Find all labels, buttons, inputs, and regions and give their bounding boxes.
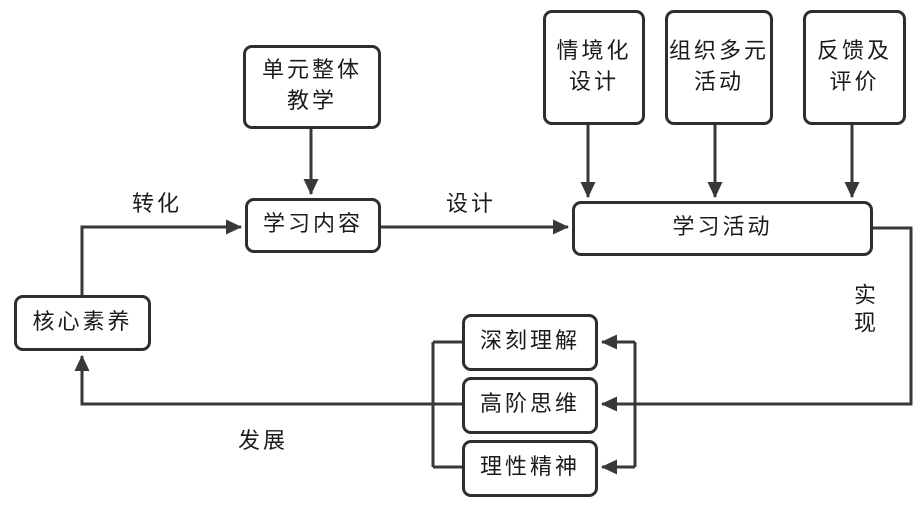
node-label: 情境化 <box>556 38 632 64</box>
edge-outcomes-to-literacy <box>74 355 462 406</box>
edge-label-transform: 转化 <box>132 192 183 217</box>
node-label: 核心素养 <box>32 309 133 335</box>
edge-label-design: 设计 <box>446 192 497 217</box>
node-unit-teaching: 单元整体 教学 <box>243 45 381 129</box>
edge-label-realize: 实现 <box>850 283 875 339</box>
node-label: 教学 <box>286 89 337 114</box>
node-label: 理性精神 <box>479 455 580 481</box>
node-higher-order-thinking: 高阶思维 <box>462 377 598 434</box>
node-label: 学习活动 <box>672 215 773 241</box>
node-feedback-evaluation: 反馈及 评价 <box>803 10 906 125</box>
edge-activities-to-thinking <box>601 226 913 412</box>
node-label: 学习内容 <box>262 212 363 238</box>
node-label: 评价 <box>829 69 880 95</box>
node-label: 反馈及 <box>816 38 892 64</box>
node-learning-content: 学习内容 <box>245 198 381 253</box>
node-label: 活动 <box>693 69 744 95</box>
node-diverse-activities: 组织多元 活动 <box>665 10 773 125</box>
node-label: 深刻理解 <box>479 329 580 355</box>
edge-literacy-to-content <box>80 219 242 295</box>
node-core-literacy: 核心素养 <box>14 295 151 351</box>
node-deep-understanding: 深刻理解 <box>462 314 598 371</box>
node-label: 设计 <box>568 69 619 95</box>
node-label: 单元整体 <box>261 58 362 84</box>
node-learning-activities: 学习活动 <box>572 201 873 256</box>
node-label: 组织多元 <box>668 38 769 64</box>
node-situational-design: 情境化 设计 <box>543 10 645 125</box>
node-label: 高阶思维 <box>479 392 580 418</box>
edge-label-develop: 发展 <box>238 429 289 454</box>
node-rational-spirit: 理性精神 <box>462 440 598 497</box>
